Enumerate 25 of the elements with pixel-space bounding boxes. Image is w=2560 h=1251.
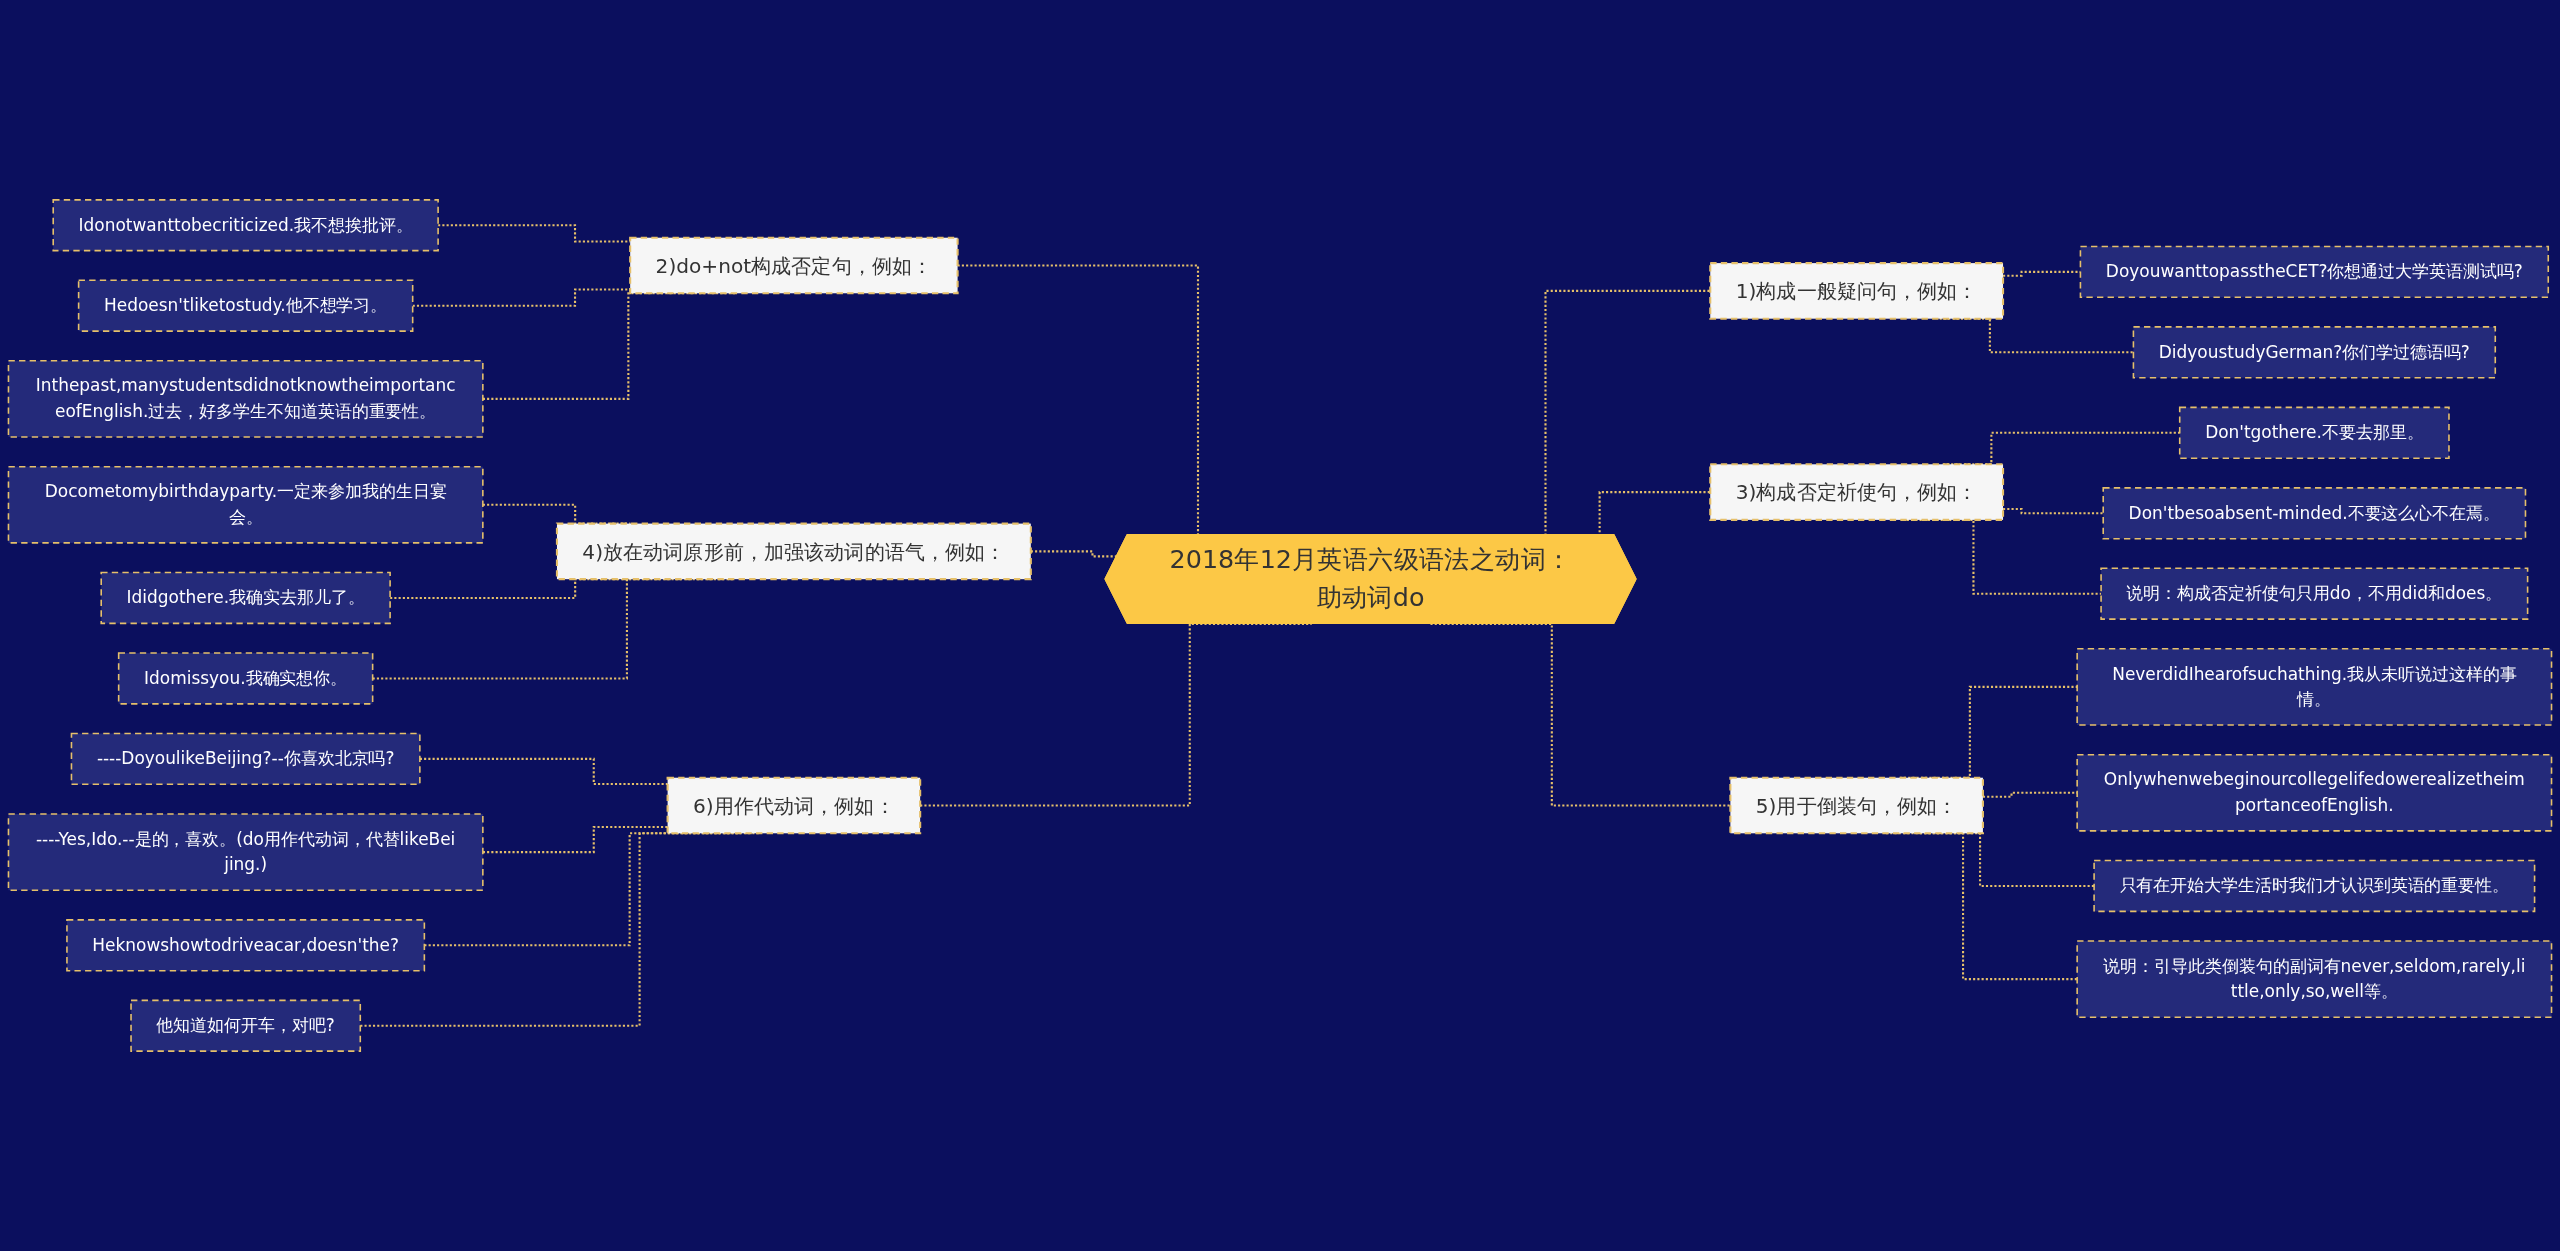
node-box: Idomissyou.我确实想你。 [117, 652, 374, 705]
node-box: Heknowshowtodriveacar,doesn'the? [66, 919, 426, 972]
node-box: 2)do+not构成否定句，例如： [629, 236, 959, 295]
node-box: 5)用于倒装句，例如： [1729, 776, 1984, 835]
node-box: 他知道如何开车，对吧? [130, 999, 362, 1052]
node-box: Inthepast,manystudentsdidnotknowtheimportanceofEnglish.过去，好多学生不知道英语的重要性。 [7, 360, 484, 438]
node-box: NeverdidIhearofsuchathing.我从未听说过这样的事情。 [2076, 648, 2553, 726]
node-box: DidyoustudyGerman?你们学过德语吗? [2132, 326, 2497, 379]
node-box: 4)放在动词原形前，加强该动词的语气，例如： [555, 522, 1032, 581]
node-box: 6)用作代动词，例如： [666, 776, 922, 835]
node-box: 说明：构成否定祈使句只用do，不用did和does。 [2100, 567, 2529, 620]
node-box: Idonotwanttobecriticized.我不想挨批评。 [52, 199, 439, 252]
node-box: 1)构成一般疑问句，例如： [1709, 262, 2005, 320]
node-box: Docometomybirthdayparty.一定来参加我的生日宴会。 [7, 465, 484, 544]
node-box: Ididgothere.我确实去那儿了。 [100, 571, 391, 625]
node-box: Don'tgothere.不要去那里。 [2178, 406, 2450, 459]
node-box: Don'tbesoabsent-minded.不要这么心不在焉。 [2102, 487, 2527, 540]
node-box: DoyouwanttopasstheCET?你想通过大学英语测试吗? [2079, 245, 2550, 299]
node-box: OnlywhenwebeginourcollegelifedowerealizetheimportanceofEnglish. [2076, 753, 2553, 832]
node-box: ----DoyoulikeBeijing?--你喜欢北京吗? [70, 732, 421, 786]
node-box: Hedoesn'tliketostudy.他不想学习。 [77, 279, 414, 332]
node-box: 只有在开始大学生活时我们才认识到英语的重要性。 [2093, 859, 2536, 913]
node-box: 3)构成否定祈使句，例如： [1709, 463, 2005, 521]
node-box: 说明：引导此类倒装句的副词有never,seldom,rarely,little,only,so,well等。 [2076, 940, 2553, 1019]
node-box: ----Yes,Ido.--是的，喜欢。(do用作代动词，代替likeBeijing.) [7, 813, 484, 891]
